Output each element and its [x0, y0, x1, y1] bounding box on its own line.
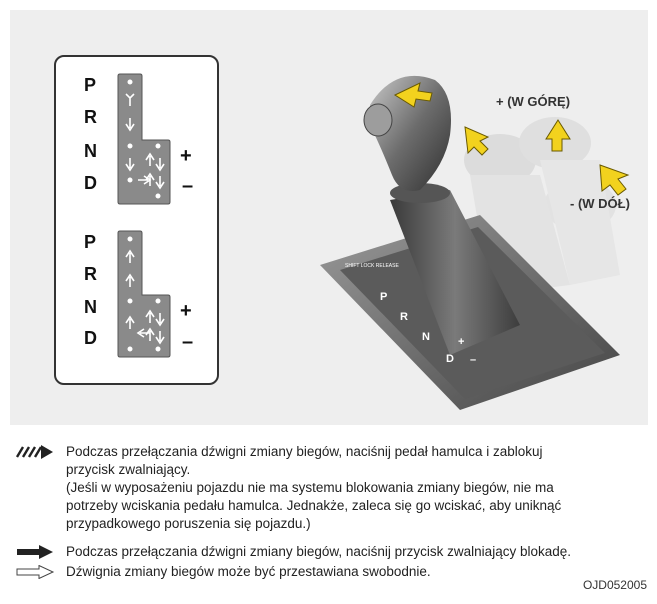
shift-pattern-diagram: P R N D + – P R N D + –	[54, 55, 219, 385]
upshift-arrow-icon	[545, 119, 571, 152]
shift-lock-release-label: SHIFT LOCK RELEASE	[345, 263, 399, 269]
legend-text-1e: przypadkowego poruszenia się pojazdu.)	[66, 516, 311, 531]
gate-letter-r: R	[400, 311, 408, 323]
gear-lever-illustration: P R N D + – SHIFT LOCK RELEASE	[320, 75, 630, 410]
gear-letter-r-bottom: R	[84, 264, 97, 284]
figure-code: OJD052005	[582, 578, 647, 592]
gear-knob	[370, 75, 451, 191]
gate-sign-plus: +	[458, 336, 464, 348]
hatched-arrow-icon	[15, 445, 53, 459]
gear-letter-n-top: N	[84, 141, 97, 161]
outline-arrow-icon	[16, 565, 55, 579]
gate-letter-p: P	[380, 291, 387, 303]
shift-gate-bottom	[117, 230, 171, 358]
push-button-arrow-icon	[393, 82, 433, 108]
sign-minus-top: –	[182, 175, 194, 197]
gate-letter-n: N	[422, 331, 430, 343]
gear-letter-r-top: R	[84, 107, 97, 127]
sign-plus-bottom: +	[180, 300, 192, 322]
gear-letter-p-bottom: P	[84, 232, 97, 252]
gate-letter-d: D	[446, 353, 454, 365]
sign-plus-top: +	[180, 145, 192, 167]
legend-text-1a: Podczas przełączania dźwigni zmiany bieg…	[66, 444, 543, 459]
legend-text-2: Podczas przełączania dźwigni zmiany bieg…	[66, 544, 571, 559]
gate-sign-minus: –	[470, 354, 476, 366]
shift-lock-button	[363, 103, 393, 137]
gear-letter-d-top: D	[84, 173, 97, 193]
legend-text-3: Dźwignia zmiany biegów może być przestaw…	[66, 564, 431, 579]
gear-letter-n-bottom: N	[84, 297, 97, 317]
movement-arrows	[393, 82, 630, 196]
gear-boot	[390, 190, 520, 355]
legend-text-1c: (Jeśli w wyposażeniu pojazdu nie ma syst…	[66, 480, 554, 495]
upshift-label: + (W GÓRĘ)	[496, 94, 571, 109]
legend-text-1d: potrzeby wciskania pedału hamulca. Jedna…	[66, 498, 562, 513]
downshift-arrow-icon	[464, 126, 490, 156]
sign-minus-bottom: –	[182, 331, 194, 353]
gear-letter-p-top: P	[84, 75, 97, 95]
shift-gate-top	[117, 73, 171, 205]
down-arrow-icon	[599, 164, 630, 196]
gear-letter-d-bottom: D	[84, 328, 97, 348]
downshift-label: - (W DÓŁ)	[570, 196, 630, 211]
legend-text-1b: przycisk zwalniający.	[66, 462, 191, 477]
solid-arrow-icon	[17, 545, 53, 559]
